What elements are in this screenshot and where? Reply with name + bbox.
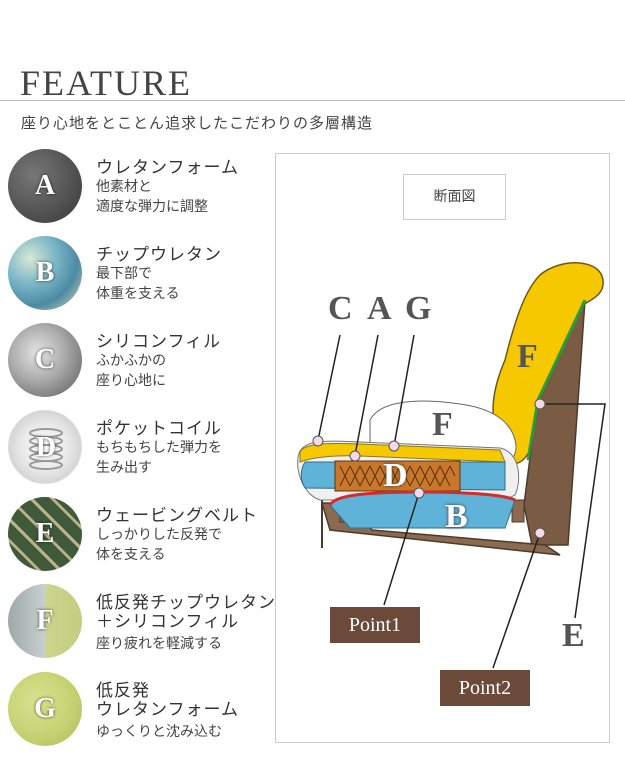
label-d: D [383, 457, 408, 494]
feature-desc-line: 他素材と [96, 179, 152, 195]
feature-desc-line: 座り疲れを軽減する [96, 636, 222, 652]
label-b: B [445, 498, 468, 535]
feature-desc-line: 体重を支える [96, 286, 180, 302]
coil-spring-icon [29, 428, 63, 470]
leader-dots [312, 398, 546, 539]
feature-item-e: E ウェービングベルト しっかりした反発で 体を支える [8, 495, 278, 575]
feature-desc-line: 座り心地に [96, 373, 166, 389]
feature-name: 低反発チップウレタン [96, 593, 276, 613]
urethane-foam-swatch-icon: A [8, 149, 82, 223]
label-a: A [367, 290, 392, 327]
feature-letter: A [34, 170, 56, 201]
page-title: FEATURE [20, 63, 193, 103]
feature-desc-line: もちもちした弾力を [96, 440, 222, 456]
feature-description: しっかりした反発で 体を支える [96, 525, 222, 565]
feature-desc-line: 生み出す [96, 460, 152, 476]
feature-desc-line: 体を支える [96, 547, 166, 563]
point1-badge: Point1 [330, 607, 420, 643]
feature-desc-line: ゆっくりと沈み込む [96, 724, 222, 740]
cross-section-label: 断面図 [403, 174, 506, 220]
cross-section-frame [275, 153, 610, 743]
label-c: C [328, 290, 353, 327]
feature-name: ウレタンフォーム [96, 158, 239, 178]
title-divider [0, 100, 625, 101]
feature-letter: E [35, 518, 55, 549]
feature-name-line2: ウレタンフォーム [96, 700, 239, 720]
feature-description: 最下部で 体重を支える [96, 264, 180, 304]
chip-urethane-swatch-icon: B [8, 236, 82, 310]
feature-desc-line: しっかりした反発で [96, 527, 222, 543]
label-e: E [562, 617, 585, 654]
feature-description: 他素材と 適度な弾力に調整 [96, 177, 208, 217]
coil-pattern [339, 465, 456, 487]
feature-description: ウレタンフォーム ゆっくりと沈み込む [96, 700, 239, 742]
feature-letter: B [35, 257, 55, 288]
feature-desc-line: 適度な弾力に調整 [96, 199, 208, 215]
webbing-belt-swatch-icon: E [8, 497, 82, 571]
low-rebound-foam-swatch-icon: G [8, 672, 82, 746]
page-subtitle: 座り心地をとことん追求したこだわりの多層構造 [21, 114, 374, 132]
feature-item-a: A ウレタンフォーム 他素材と 適度な弾力に調整 [8, 147, 278, 227]
feature-desc-line: 最下部で [96, 266, 152, 282]
pocket-coil-swatch-icon: D [8, 410, 82, 484]
feature-description: もちもちした弾力を 生み出す [96, 438, 222, 478]
label-f-back: F [517, 338, 538, 375]
leader-lines [317, 334, 606, 669]
feature-item-d: D ポケットコイル もちもちした弾力を 生み出す [8, 408, 278, 488]
feature-item-g: G 低反発 ウレタンフォーム ゆっくりと沈み込む [8, 670, 278, 750]
feature-name: シリコンフィル [96, 332, 222, 352]
feature-letter: G [34, 693, 56, 724]
feature-desc-line: ふかふかの [96, 353, 166, 369]
feature-name: チップウレタン [96, 245, 222, 265]
frame-block-right [511, 499, 525, 523]
feature-name: ポケットコイル [96, 419, 222, 439]
pocket-coil-d [334, 460, 461, 492]
feature-letter: C [34, 344, 56, 375]
feature-description: ふかふかの 座り心地に [96, 351, 166, 391]
silicon-fill-swatch-icon: C [8, 323, 82, 397]
label-g: G [405, 290, 432, 327]
feature-name: ウェービングベルト [96, 506, 258, 526]
feature-item-b: B チップウレタン 最下部で 体重を支える [8, 234, 278, 314]
chip-urethane-b [329, 491, 516, 529]
label-f-seat: F [432, 406, 453, 443]
feature-name: 低反発 [96, 681, 150, 701]
low-rebound-chip-swatch-icon: F [8, 584, 82, 658]
feature-letter: D [35, 432, 57, 463]
feature-letter: F [36, 605, 54, 636]
seat-urethane-a [299, 442, 506, 463]
point2-badge: Point2 [440, 670, 530, 706]
feature-description: ＋シリコンフィル 座り疲れを軽減する [96, 612, 239, 654]
feature-item-f: F 低反発チップウレタン ＋シリコンフィル 座り疲れを軽減する [8, 582, 278, 662]
feature-item-c: C シリコンフィル ふかふかの 座り心地に [8, 321, 278, 401]
feature-name-line2: ＋シリコンフィル [96, 612, 240, 632]
